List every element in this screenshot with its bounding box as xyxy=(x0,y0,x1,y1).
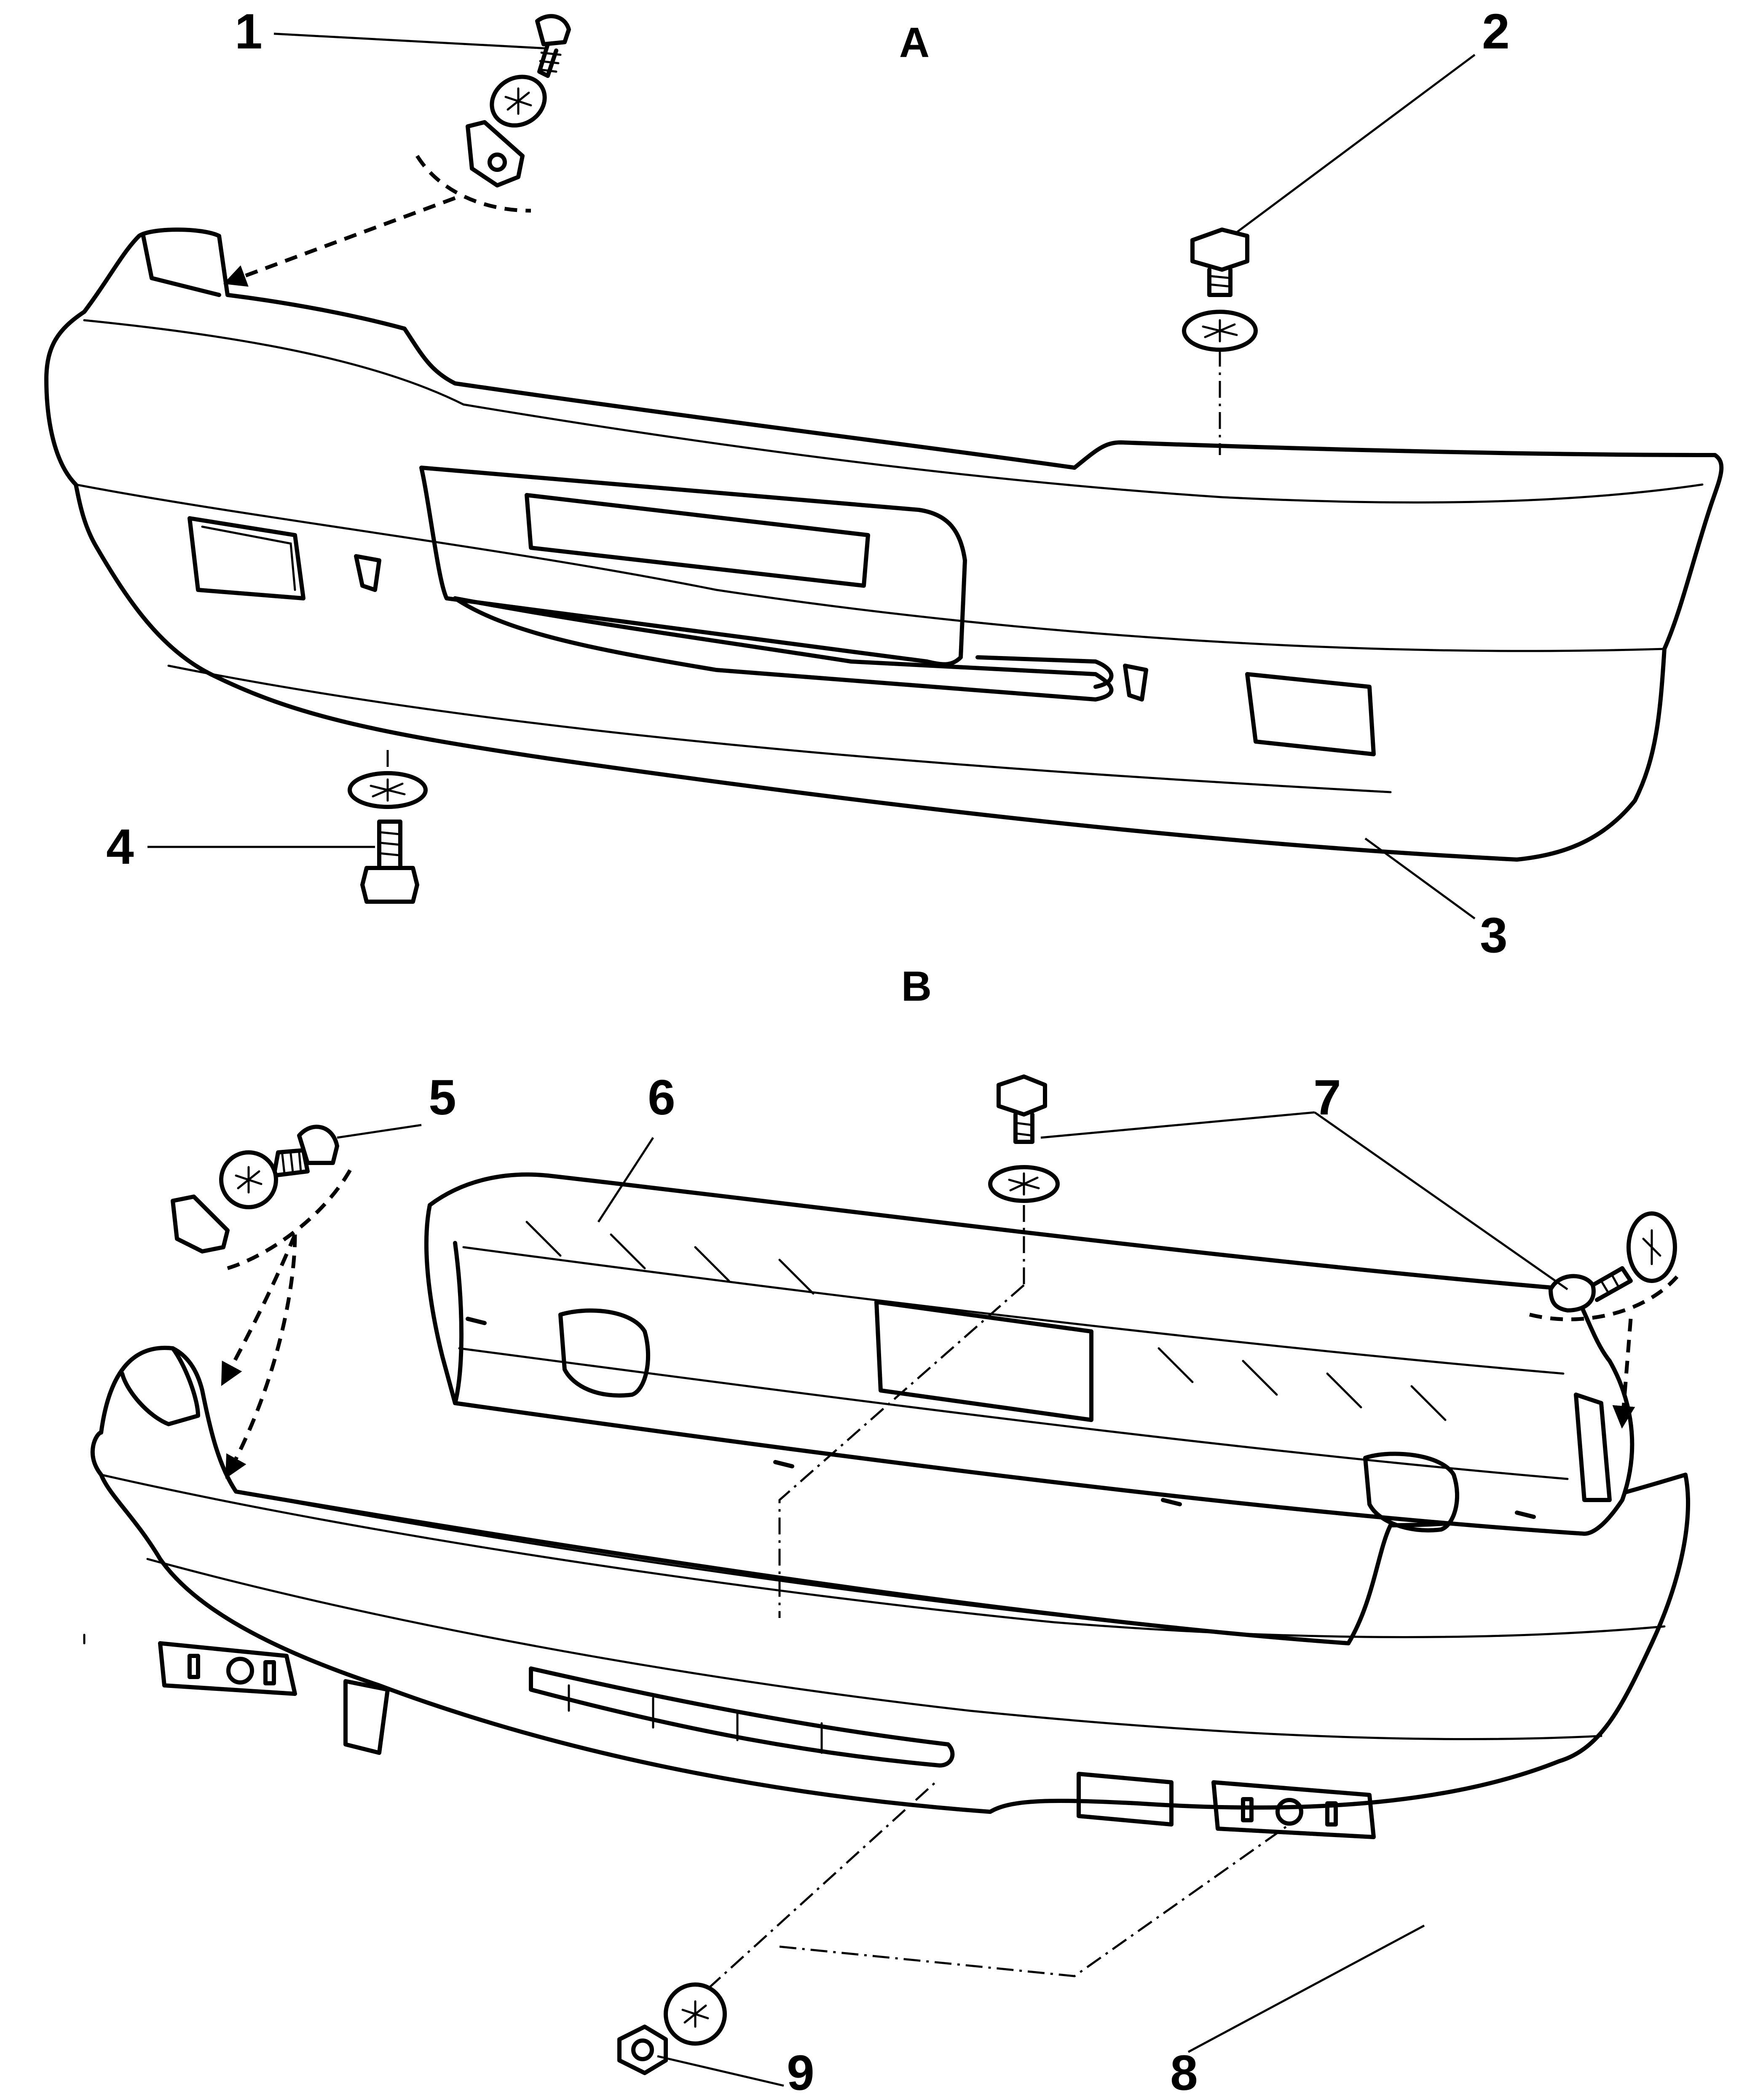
callout-4: 4 xyxy=(106,819,134,875)
callout-7: 7 xyxy=(1313,1070,1341,1125)
front-bumper-cover xyxy=(44,228,1724,862)
callout-5: 5 xyxy=(429,1070,456,1125)
callout-6: 6 xyxy=(648,1070,675,1125)
reinforcement-beam xyxy=(424,1172,1634,1536)
callout-1: 1 xyxy=(235,4,263,59)
callout-9: 9 xyxy=(787,2045,815,2100)
fixing-clip-1 xyxy=(415,14,571,213)
view-label-b: B xyxy=(901,963,932,1010)
leaders-view-a xyxy=(147,32,1476,920)
callout-labels: 1 2 3 4 5 6 7 8 9 xyxy=(106,4,1510,2100)
rear-bumper-cover xyxy=(83,1346,1691,1839)
callout-8: 8 xyxy=(1170,2045,1198,2100)
callout-2: 2 xyxy=(1482,4,1510,59)
alignment-line xyxy=(778,1284,1025,1618)
bolts-7 xyxy=(988,1074,1679,1321)
bolt-2 xyxy=(1182,228,1258,455)
bolt-4 xyxy=(348,750,428,904)
callout-3: 3 xyxy=(1480,908,1508,963)
leaders-view-b xyxy=(337,1111,1568,2087)
view-label-a: A xyxy=(899,19,930,66)
fixing-clip-5 xyxy=(171,1125,356,1270)
nut-9 xyxy=(617,1781,1290,2075)
